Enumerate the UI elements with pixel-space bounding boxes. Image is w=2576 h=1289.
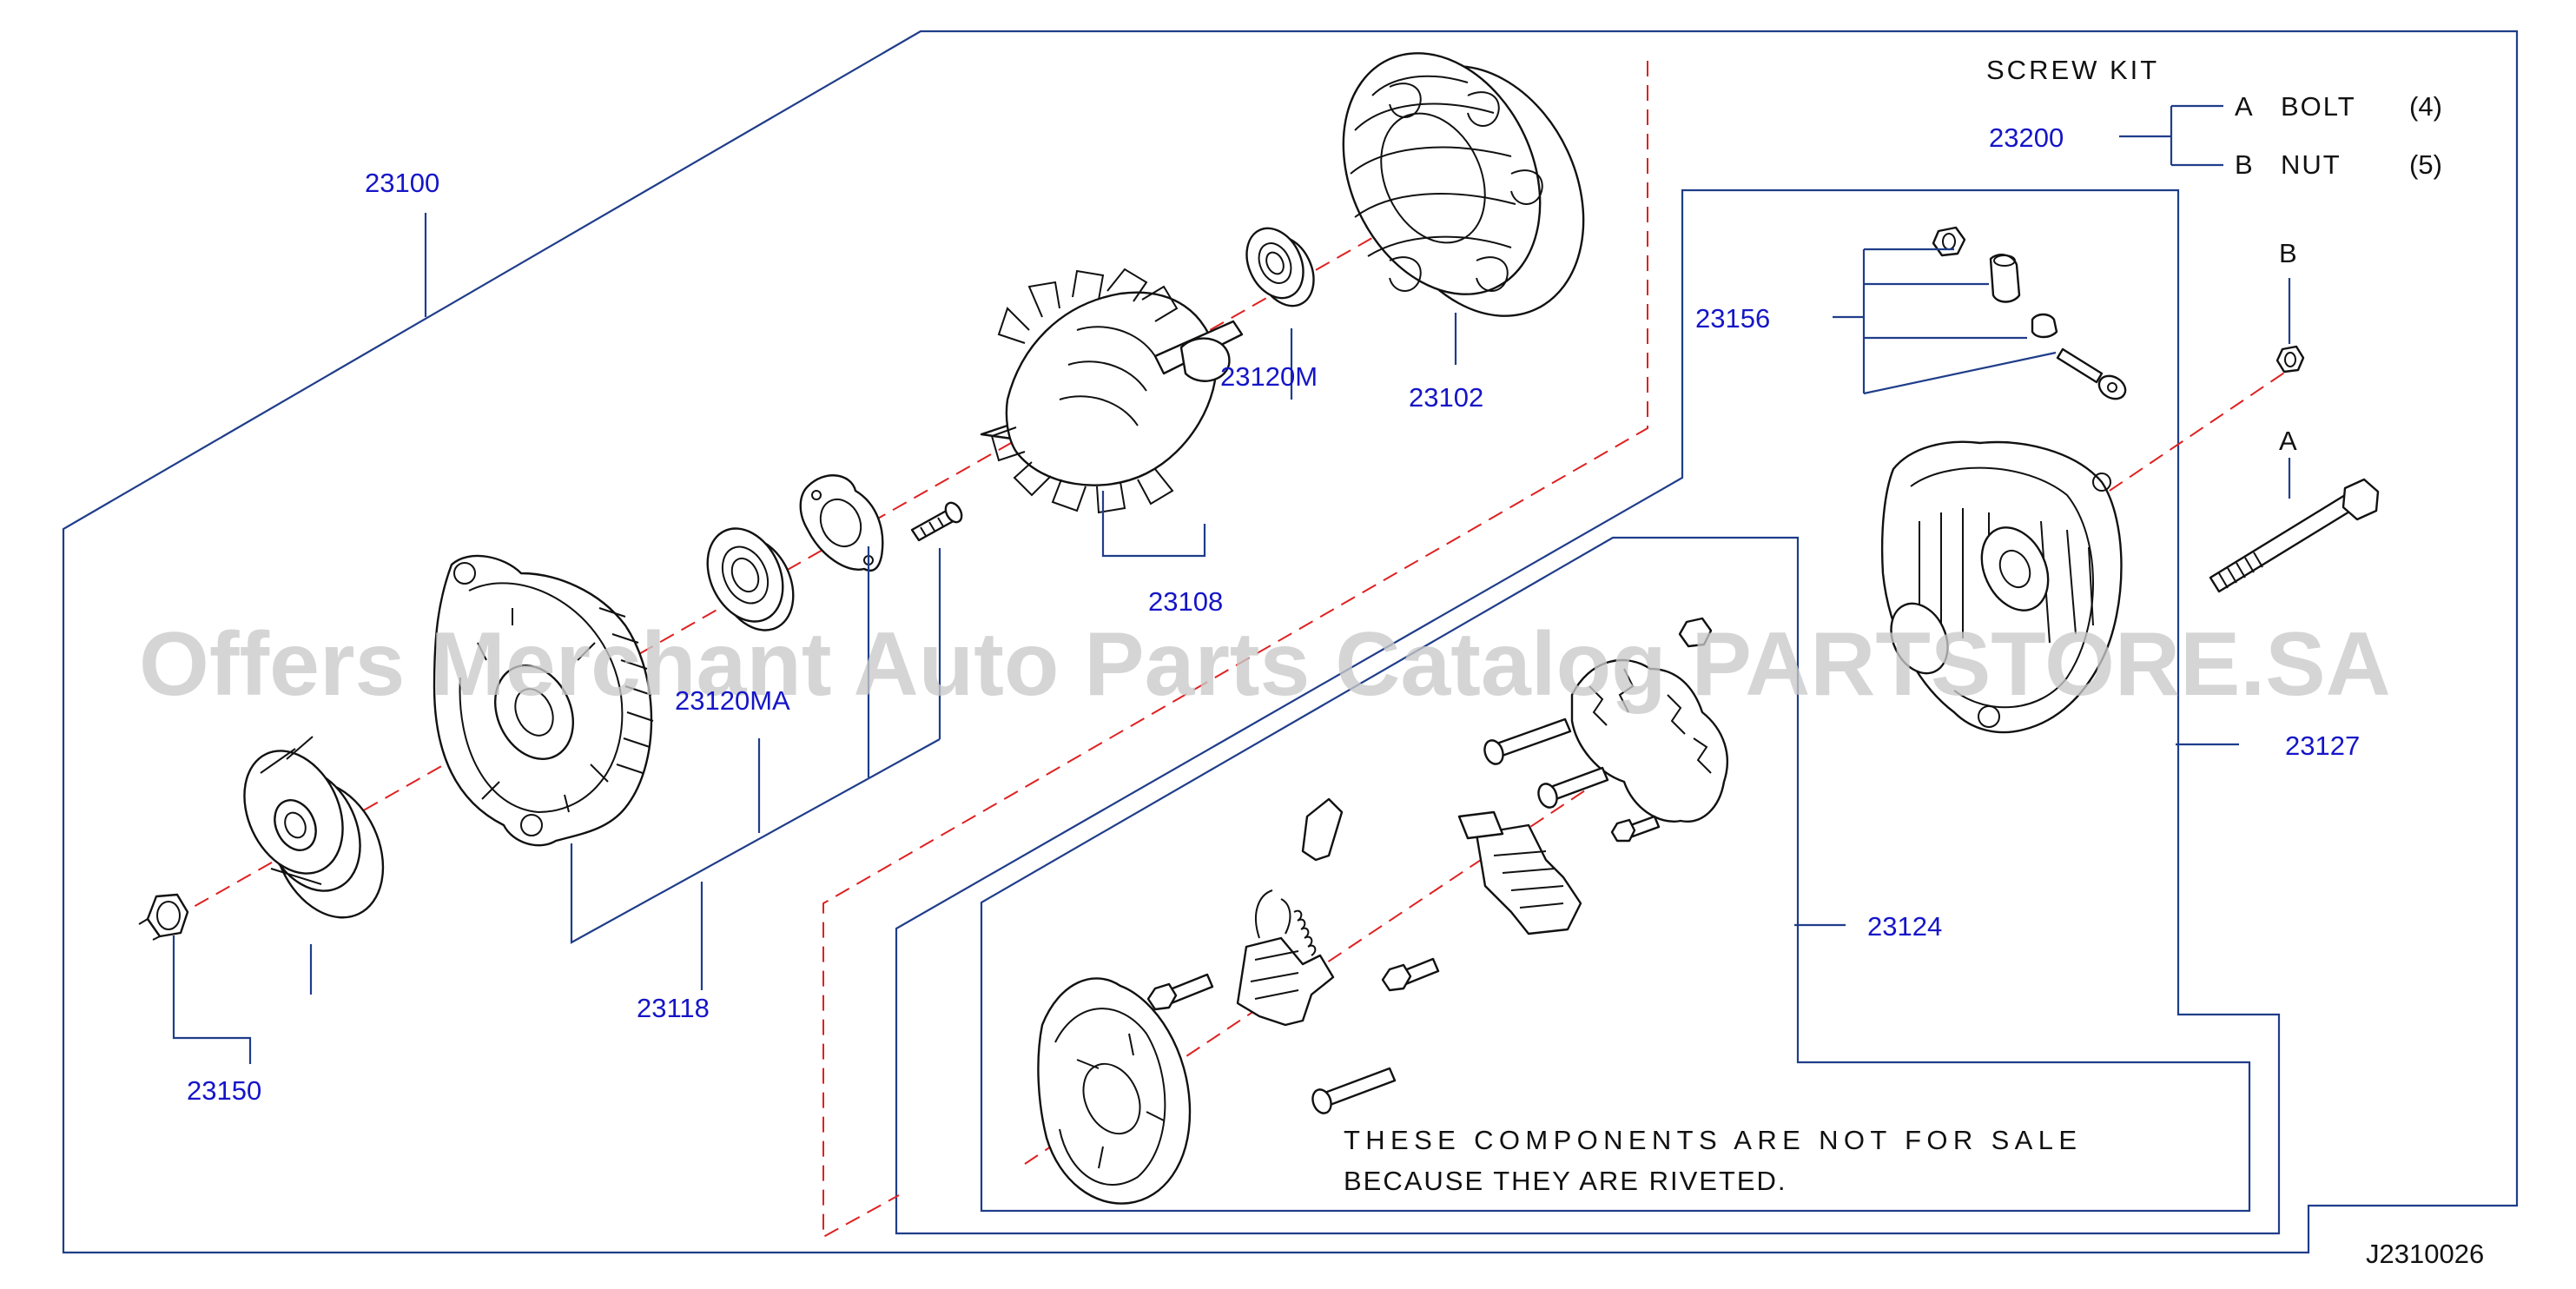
end-cover-part (1037, 977, 1192, 1205)
rectifier-part (1570, 617, 1728, 823)
riveted-note-line1: THESE COMPONENTS ARE NOT FOR SALE (1344, 1125, 2078, 1155)
bolt-a-part (2209, 478, 2380, 593)
screw-kit-title: SCREW KIT (1986, 55, 2159, 85)
retainer-screw-part (910, 501, 963, 542)
fastener-mark-a: A (2279, 426, 2297, 456)
retainer-plate-part (799, 474, 884, 572)
frame-23127-outline (895, 188, 2281, 1235)
screw-kit-item-b-name: NUT (2281, 149, 2342, 180)
nut-b-part (2275, 345, 2305, 373)
stator-part (1342, 52, 1585, 317)
screw-kit-item-a-name: BOLT (2281, 91, 2356, 122)
callout-23108[interactable]: 23108 (1148, 586, 1223, 617)
rotor-part (980, 268, 1244, 514)
diagram-code: J2310026 (2366, 1239, 2484, 1269)
watermark-text: Offers Merchant Auto Parts Catalog PARTS… (139, 614, 2391, 715)
callout-23120m[interactable]: 23120M (1220, 361, 1318, 392)
leader-lines (172, 104, 2291, 1064)
regulator-part (1457, 810, 1582, 935)
callout-23102[interactable]: 23102 (1409, 382, 1483, 413)
brush-screws (1146, 957, 1440, 1114)
pulley-part (243, 736, 385, 919)
frame-23124-outline (980, 536, 2251, 1213)
screw-kit-legend: SCREW KIT 23200 A BOLT (4) B NUT (5) (1986, 55, 2442, 180)
callout-23100[interactable]: 23100 (365, 168, 439, 198)
riveted-note-line2: BECAUSE THEY ARE RIVETED. (1344, 1166, 1787, 1196)
rear-housing-part (1880, 440, 2123, 734)
callout-23118[interactable]: 23118 (637, 993, 710, 1023)
fastener-mark-b: B (2279, 238, 2297, 268)
nut-23150-part (138, 893, 189, 941)
rectifier-screws (1483, 717, 1661, 843)
screw-kit-item-b-letter: B (2235, 149, 2253, 180)
rear-bearing-part (1245, 227, 1315, 307)
front-housing-part (433, 554, 654, 847)
screw-kit-item-a-qty: (4) (2409, 91, 2442, 122)
brush-holder-part (1236, 797, 1344, 1027)
callout-23124[interactable]: 23124 (1867, 911, 1942, 942)
callout-23150[interactable]: 23150 (187, 1075, 261, 1106)
callout-23200[interactable]: 23200 (1989, 122, 2064, 153)
frame-23100-outline (62, 30, 2519, 1254)
screw-kit-item-b-qty: (5) (2409, 149, 2442, 180)
axis-dash-box-upper (822, 61, 1648, 1239)
callout-23127[interactable]: 23127 (2285, 730, 2360, 761)
front-bearing-part (706, 527, 795, 631)
screw-kit-item-a-letter: A (2235, 91, 2253, 122)
terminal-parts-23156 (1932, 226, 2127, 400)
callout-23156[interactable]: 23156 (1695, 303, 1770, 334)
callout-23120ma[interactable]: 23120MA (675, 685, 790, 716)
